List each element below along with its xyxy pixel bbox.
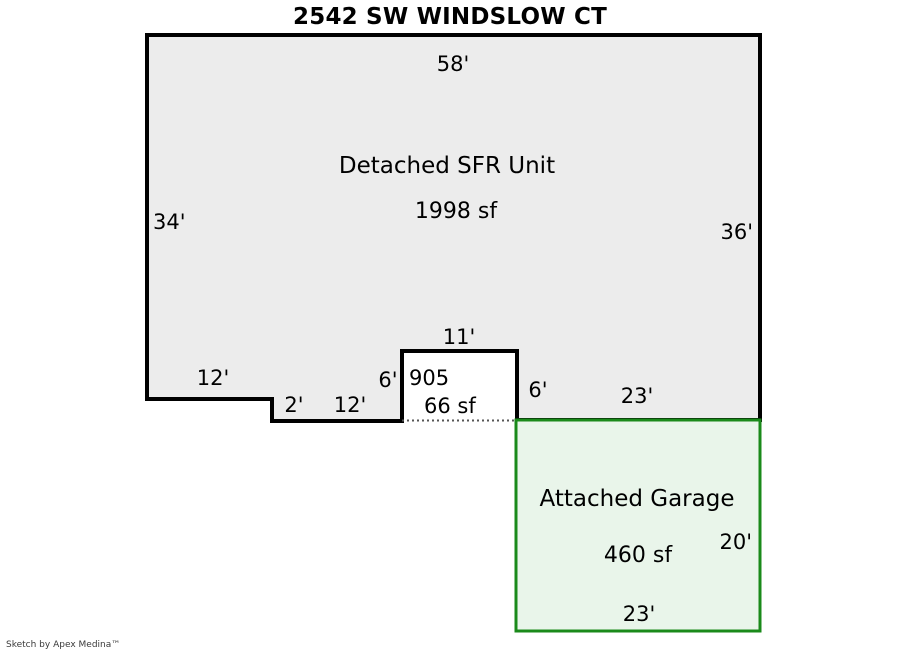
dimension-bottom-right: 23' xyxy=(621,384,654,408)
garage-area-name: Attached Garage xyxy=(540,486,735,512)
bump-area-size: 66 sf xyxy=(424,394,476,418)
attached-garage-shape xyxy=(514,418,762,633)
page-title: 2542 SW WINDSLOW CT xyxy=(293,4,607,30)
dimension-right: 36' xyxy=(721,220,754,244)
dimension-left: 34' xyxy=(153,210,186,234)
sketch-credit: Sketch by Apex Medina™ xyxy=(6,640,121,650)
dimension-bottom-left: 12' xyxy=(197,366,230,390)
main-area-size: 1998 sf xyxy=(415,199,498,224)
dimension-top: 58' xyxy=(437,52,470,76)
garage-area-size: 460 sf xyxy=(604,543,673,568)
main-house-shape xyxy=(145,33,762,423)
dimension-step-vertical: 2' xyxy=(284,393,303,417)
dimension-garage-right: 20' xyxy=(720,530,753,554)
dimension-bump-right: 6' xyxy=(528,378,547,402)
dimension-bottom-mid: 12' xyxy=(334,393,367,417)
bump-area-name: 905 xyxy=(409,366,449,390)
dimension-bump-top: 11' xyxy=(443,325,476,349)
dimension-bump-left: 6' xyxy=(378,368,397,392)
main-area-name: Detached SFR Unit xyxy=(339,153,555,179)
dimension-garage-bottom: 23' xyxy=(623,602,656,626)
